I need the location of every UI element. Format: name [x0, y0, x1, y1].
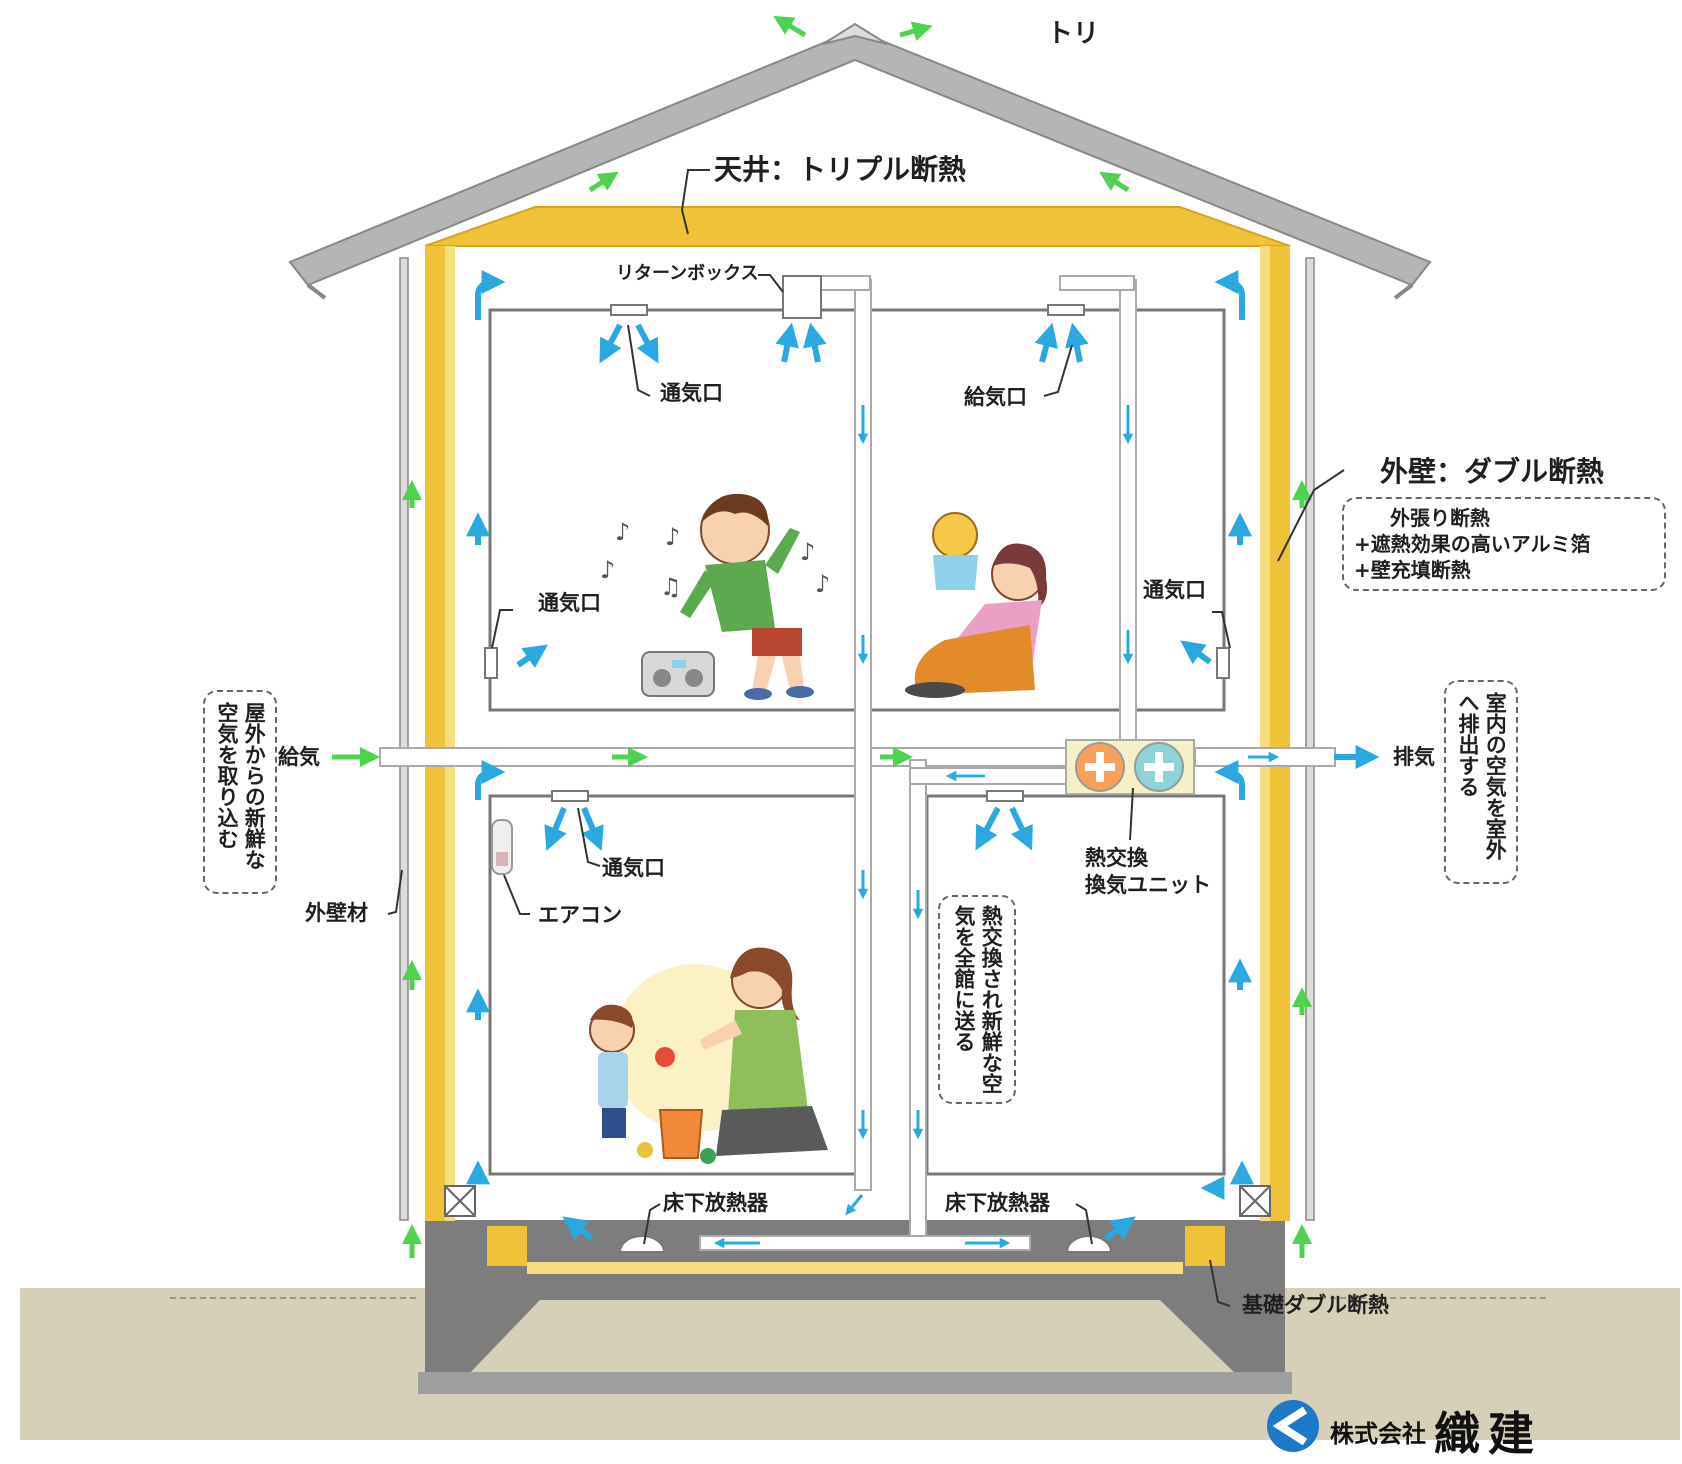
exhaust-note: 室内の空気を室外へ排出する: [1444, 680, 1518, 884]
beam-blocks: [444, 1185, 1271, 1217]
air-conditioner-illustration: [491, 819, 513, 875]
foundation-insulation-label: 基礎ダブル断熱: [1242, 1293, 1389, 1317]
outer-wall-detail-line-1: 外張り断熱: [1390, 506, 1490, 530]
vent-2f-left-label: 通気口: [538, 591, 601, 615]
distribution-note-text: 熱交換され新鮮な空気を全館に送る: [952, 904, 1004, 1094]
floor-heater-right-label: 床下放熱器: [945, 1191, 1050, 1215]
mother-baby-illustration: [905, 512, 1047, 698]
ceiling-insulation: [424, 206, 1291, 247]
roof: [288, 22, 1432, 300]
boy-dancing-illustration: ♪ ♪ ♪ ♫ ♪ ♪: [600, 493, 830, 700]
floor-heater-left-label: 床下放熱器: [663, 1191, 768, 1215]
svg-text:♪: ♪: [800, 538, 815, 566]
exterior-material-label: 外壁材: [305, 901, 368, 925]
svg-text:♪: ♪: [815, 570, 830, 598]
company-logo: 株式会社 織建: [1330, 1398, 1542, 1464]
heat-exchange-unit: [1065, 739, 1195, 795]
exhaust-note-text: 室内の空気を室外へ排出する: [1456, 692, 1508, 860]
wall-insulation: [425, 246, 1290, 1221]
outer-wall-insulation-label: 外壁：ダブル断熱: [1380, 455, 1605, 488]
aircon-label: エアコン: [538, 903, 622, 927]
company-name: 織建: [1434, 1407, 1542, 1461]
ceiling-insulation-label: 天井：トリプル断熱: [714, 153, 967, 186]
fresh-air-arrows: [332, 15, 1312, 1258]
svg-text:♫: ♫: [660, 573, 682, 601]
outer-wall-detail-line-3: +壁充填断熱: [1354, 558, 1471, 582]
leader-lines: [387, 169, 1345, 1307]
vent-fixtures: [484, 275, 1230, 1253]
outer-wall-detail-note: 外張り断熱 +遮熱効果の高いアルミ箔 +壁充填断熱: [1342, 497, 1666, 591]
heat-exchanger-label-1: 熱交換: [1085, 846, 1148, 870]
supply-vent-2f-label: 給気口: [964, 385, 1027, 409]
duct-flow-arrows: [713, 405, 1280, 1249]
heat-exchanger-label-2: 換気ユニット: [1085, 873, 1211, 897]
vent-2f-top-label: 通気口: [660, 381, 723, 405]
intake-note-text: 屋外からの新鮮な空気を取り込む: [215, 702, 267, 870]
room-air-arrows: [466, 270, 1380, 1241]
company-corp-prefix: 株式会社: [1330, 1419, 1426, 1448]
distribution-note: 熱交換され新鮮な空気を全館に送る: [938, 895, 1016, 1104]
svg-text:♪: ♪: [615, 518, 630, 546]
vent-2f-right-label: 通気口: [1143, 578, 1206, 602]
supply-air-label: 給気: [278, 745, 320, 769]
return-box-label: リターンボックス: [616, 263, 759, 284]
vent-1f-label: 通気口: [602, 856, 665, 880]
mother-child-illustration: [589, 947, 828, 1164]
logo-mark-icon: [1267, 1400, 1319, 1452]
exterior-wall-material: [399, 257, 1315, 1221]
outer-wall-detail-line-2: +遮熱効果の高いアルミ箔: [1354, 532, 1591, 556]
truncated-top-label: トリ: [1047, 19, 1100, 49]
exhaust-air-label: 排気: [1393, 745, 1435, 769]
ground: [20, 1288, 1680, 1440]
svg-text:♪: ♪: [600, 556, 615, 584]
svg-text:♪: ♪: [665, 523, 680, 551]
intake-note: 屋外からの新鮮な空気を取り込む: [203, 690, 277, 894]
foundation: [418, 1220, 1292, 1394]
